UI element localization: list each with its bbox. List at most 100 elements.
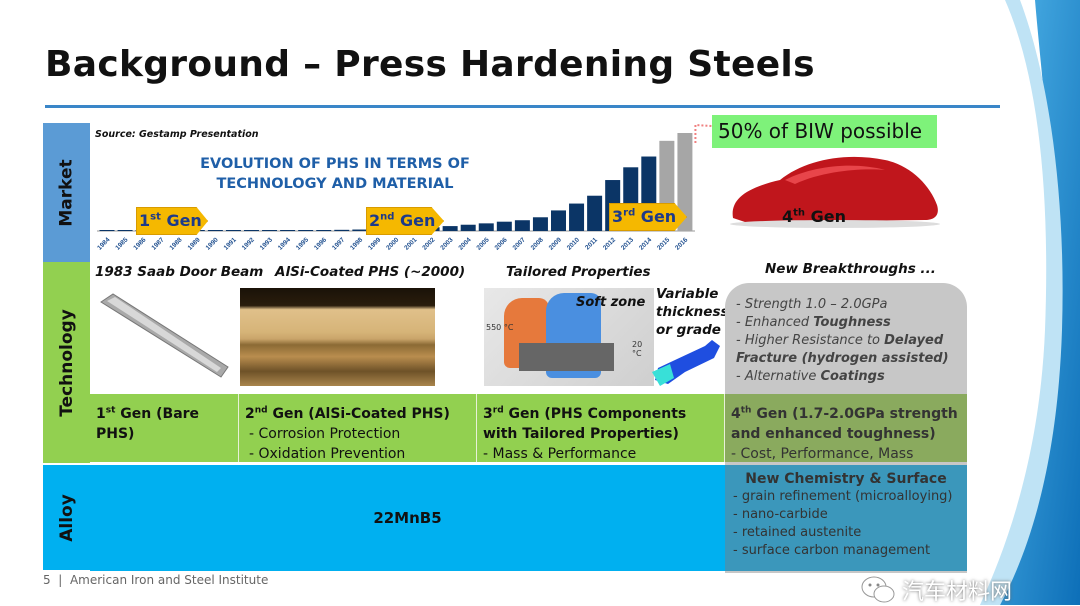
alloy-new-item: - retained austenite <box>733 525 862 540</box>
gen-num: 2 <box>245 405 255 422</box>
x-tick-label: 1987 <box>150 236 165 251</box>
gen-sup: nd <box>380 211 395 223</box>
x-tick-label: 1991 <box>223 236 238 251</box>
alloy-new-title: New Chemistry & Surface <box>745 471 947 487</box>
biw-callout: 50% of BIW possible <box>712 115 937 148</box>
soft-zone-label: Soft zone <box>576 295 646 310</box>
gen-num: 1 <box>96 405 106 422</box>
bar-2005 <box>478 223 494 231</box>
x-tick-label: 2012 <box>602 236 617 251</box>
x-tick-label: 2007 <box>512 236 527 251</box>
bar-2016 <box>677 133 693 231</box>
bar-1997 <box>334 229 350 231</box>
x-tick-label: 1994 <box>277 236 292 251</box>
x-tick-label: 2016 <box>674 236 689 251</box>
technology-gen-band: 1st Gen (Bare PHS) 2nd Gen (AlSi-Coated … <box>90 394 967 462</box>
gen-label: Gen <box>805 207 846 226</box>
gen-sup: st <box>150 211 161 223</box>
tool-block-shape <box>519 343 614 371</box>
bar-1998 <box>352 229 368 231</box>
bar-2011 <box>587 195 603 231</box>
x-tick-label: 2015 <box>656 236 671 251</box>
variable-line: Variable <box>656 286 719 302</box>
x-tick-label: 2000 <box>385 236 400 251</box>
chart-title-line1: EVOLUTION OF PHS IN TERMS OF <box>200 156 470 172</box>
chart-title: EVOLUTION OF PHS IN TERMS OF TECHNOLOGY … <box>175 154 495 194</box>
bar-1995 <box>298 230 314 231</box>
x-tick-label: 2008 <box>530 236 545 251</box>
x-tick-label: 1990 <box>205 236 220 251</box>
temp-cold-label: 20 °C <box>632 340 643 358</box>
footer-organization: American Iron and Steel Institute <box>69 573 269 587</box>
gen-head: Gen (PHS Components with Tailored Proper… <box>483 405 687 442</box>
gen-label-4: 4th Gen <box>782 207 846 226</box>
bar-1991 <box>225 230 241 231</box>
bar-1985 <box>117 230 133 231</box>
side-label-market: Market <box>43 123 90 262</box>
gen-num: 3 <box>483 405 493 422</box>
breakthrough-item: - Strength 1.0 – 2.0GPa <box>736 296 964 314</box>
bar-1992 <box>243 230 259 231</box>
gen-num: 2 <box>369 211 381 230</box>
x-tick-label: 2014 <box>638 236 653 251</box>
x-tick-label: 2010 <box>566 236 581 251</box>
wechat-icon <box>861 576 895 603</box>
item-text: - Alternative <box>736 369 821 384</box>
gen-item: - Mass & Performance <box>483 445 637 462</box>
bar-1994 <box>280 230 296 231</box>
bar-2009 <box>551 210 566 231</box>
x-tick-label: 1997 <box>331 236 346 251</box>
bar-2004 <box>460 224 476 231</box>
bar-2007 <box>514 220 530 231</box>
gen-sup: rd <box>492 405 504 415</box>
temp-hot-label: 550 °C <box>486 323 514 332</box>
alloy-main: 22MnB5 <box>90 465 725 571</box>
gen-sup: th <box>793 207 806 219</box>
gen-arrow-1: 1st Gen <box>136 207 208 235</box>
gen-item: - Cost, Performance, Mass <box>731 445 914 462</box>
x-tick-label: 1993 <box>259 236 274 251</box>
bar-2010 <box>569 203 585 231</box>
watermark-text: 汽车材料网 <box>902 580 1013 605</box>
x-tick-label: 1998 <box>349 236 364 251</box>
x-tick-label: 2003 <box>439 236 454 251</box>
caption-saab: 1983 Saab Door Beam <box>95 264 264 280</box>
alsi-micrograph-image <box>240 288 435 386</box>
bar-1984 <box>99 230 115 231</box>
gen-cell-2: 2nd Gen (AlSi-Coated PHS)- Corrosion Pro… <box>239 394 477 462</box>
gen-label: Gen <box>394 211 436 230</box>
item-text: - Higher Resistance to <box>736 333 885 348</box>
bar-1996 <box>316 230 332 231</box>
alloy-new: New Chemistry & Surface - grain refineme… <box>725 465 967 571</box>
breakthrough-item: - Alternative Coatings <box>736 368 964 386</box>
title-divider <box>45 105 1000 108</box>
x-tick-label: 1989 <box>187 236 202 251</box>
x-tick-label: 2002 <box>421 236 436 251</box>
gen-sup: nd <box>254 405 268 415</box>
x-tick-label: 2006 <box>494 236 509 251</box>
item-bold: Toughness <box>813 315 891 330</box>
gen-cell-3: 3rd Gen (PHS Components with Tailored Pr… <box>477 394 725 462</box>
gen-sup: th <box>740 405 752 415</box>
x-tick-label: 2001 <box>403 236 418 251</box>
gen-head: Gen (AlSi-Coated PHS) <box>267 405 450 422</box>
x-tick-label: 1992 <box>241 236 256 251</box>
x-tick-label: 1986 <box>132 236 147 251</box>
x-tick-label: 1999 <box>367 236 382 251</box>
bar-1990 <box>207 230 223 231</box>
bar-2003 <box>442 226 458 231</box>
caption-breakthroughs: New Breakthroughs ... <box>765 261 936 277</box>
item-text: - Enhanced <box>736 315 814 330</box>
x-tick-label: 2009 <box>548 236 563 251</box>
gen-head: Gen (Bare PHS) <box>96 405 200 442</box>
alloy-name: 22MnB5 <box>373 509 442 527</box>
item-bold: Coatings <box>820 369 885 384</box>
callout-leader-line <box>694 123 713 143</box>
x-tick-label: 1996 <box>313 236 328 251</box>
gen-cell-1: 1st Gen (Bare PHS) <box>90 394 239 462</box>
variable-part-image <box>652 340 720 386</box>
caption-alsi: AlSi-Coated PHS (~2000) <box>275 264 466 280</box>
alloy-new-item: - nano-carbide <box>733 507 828 522</box>
